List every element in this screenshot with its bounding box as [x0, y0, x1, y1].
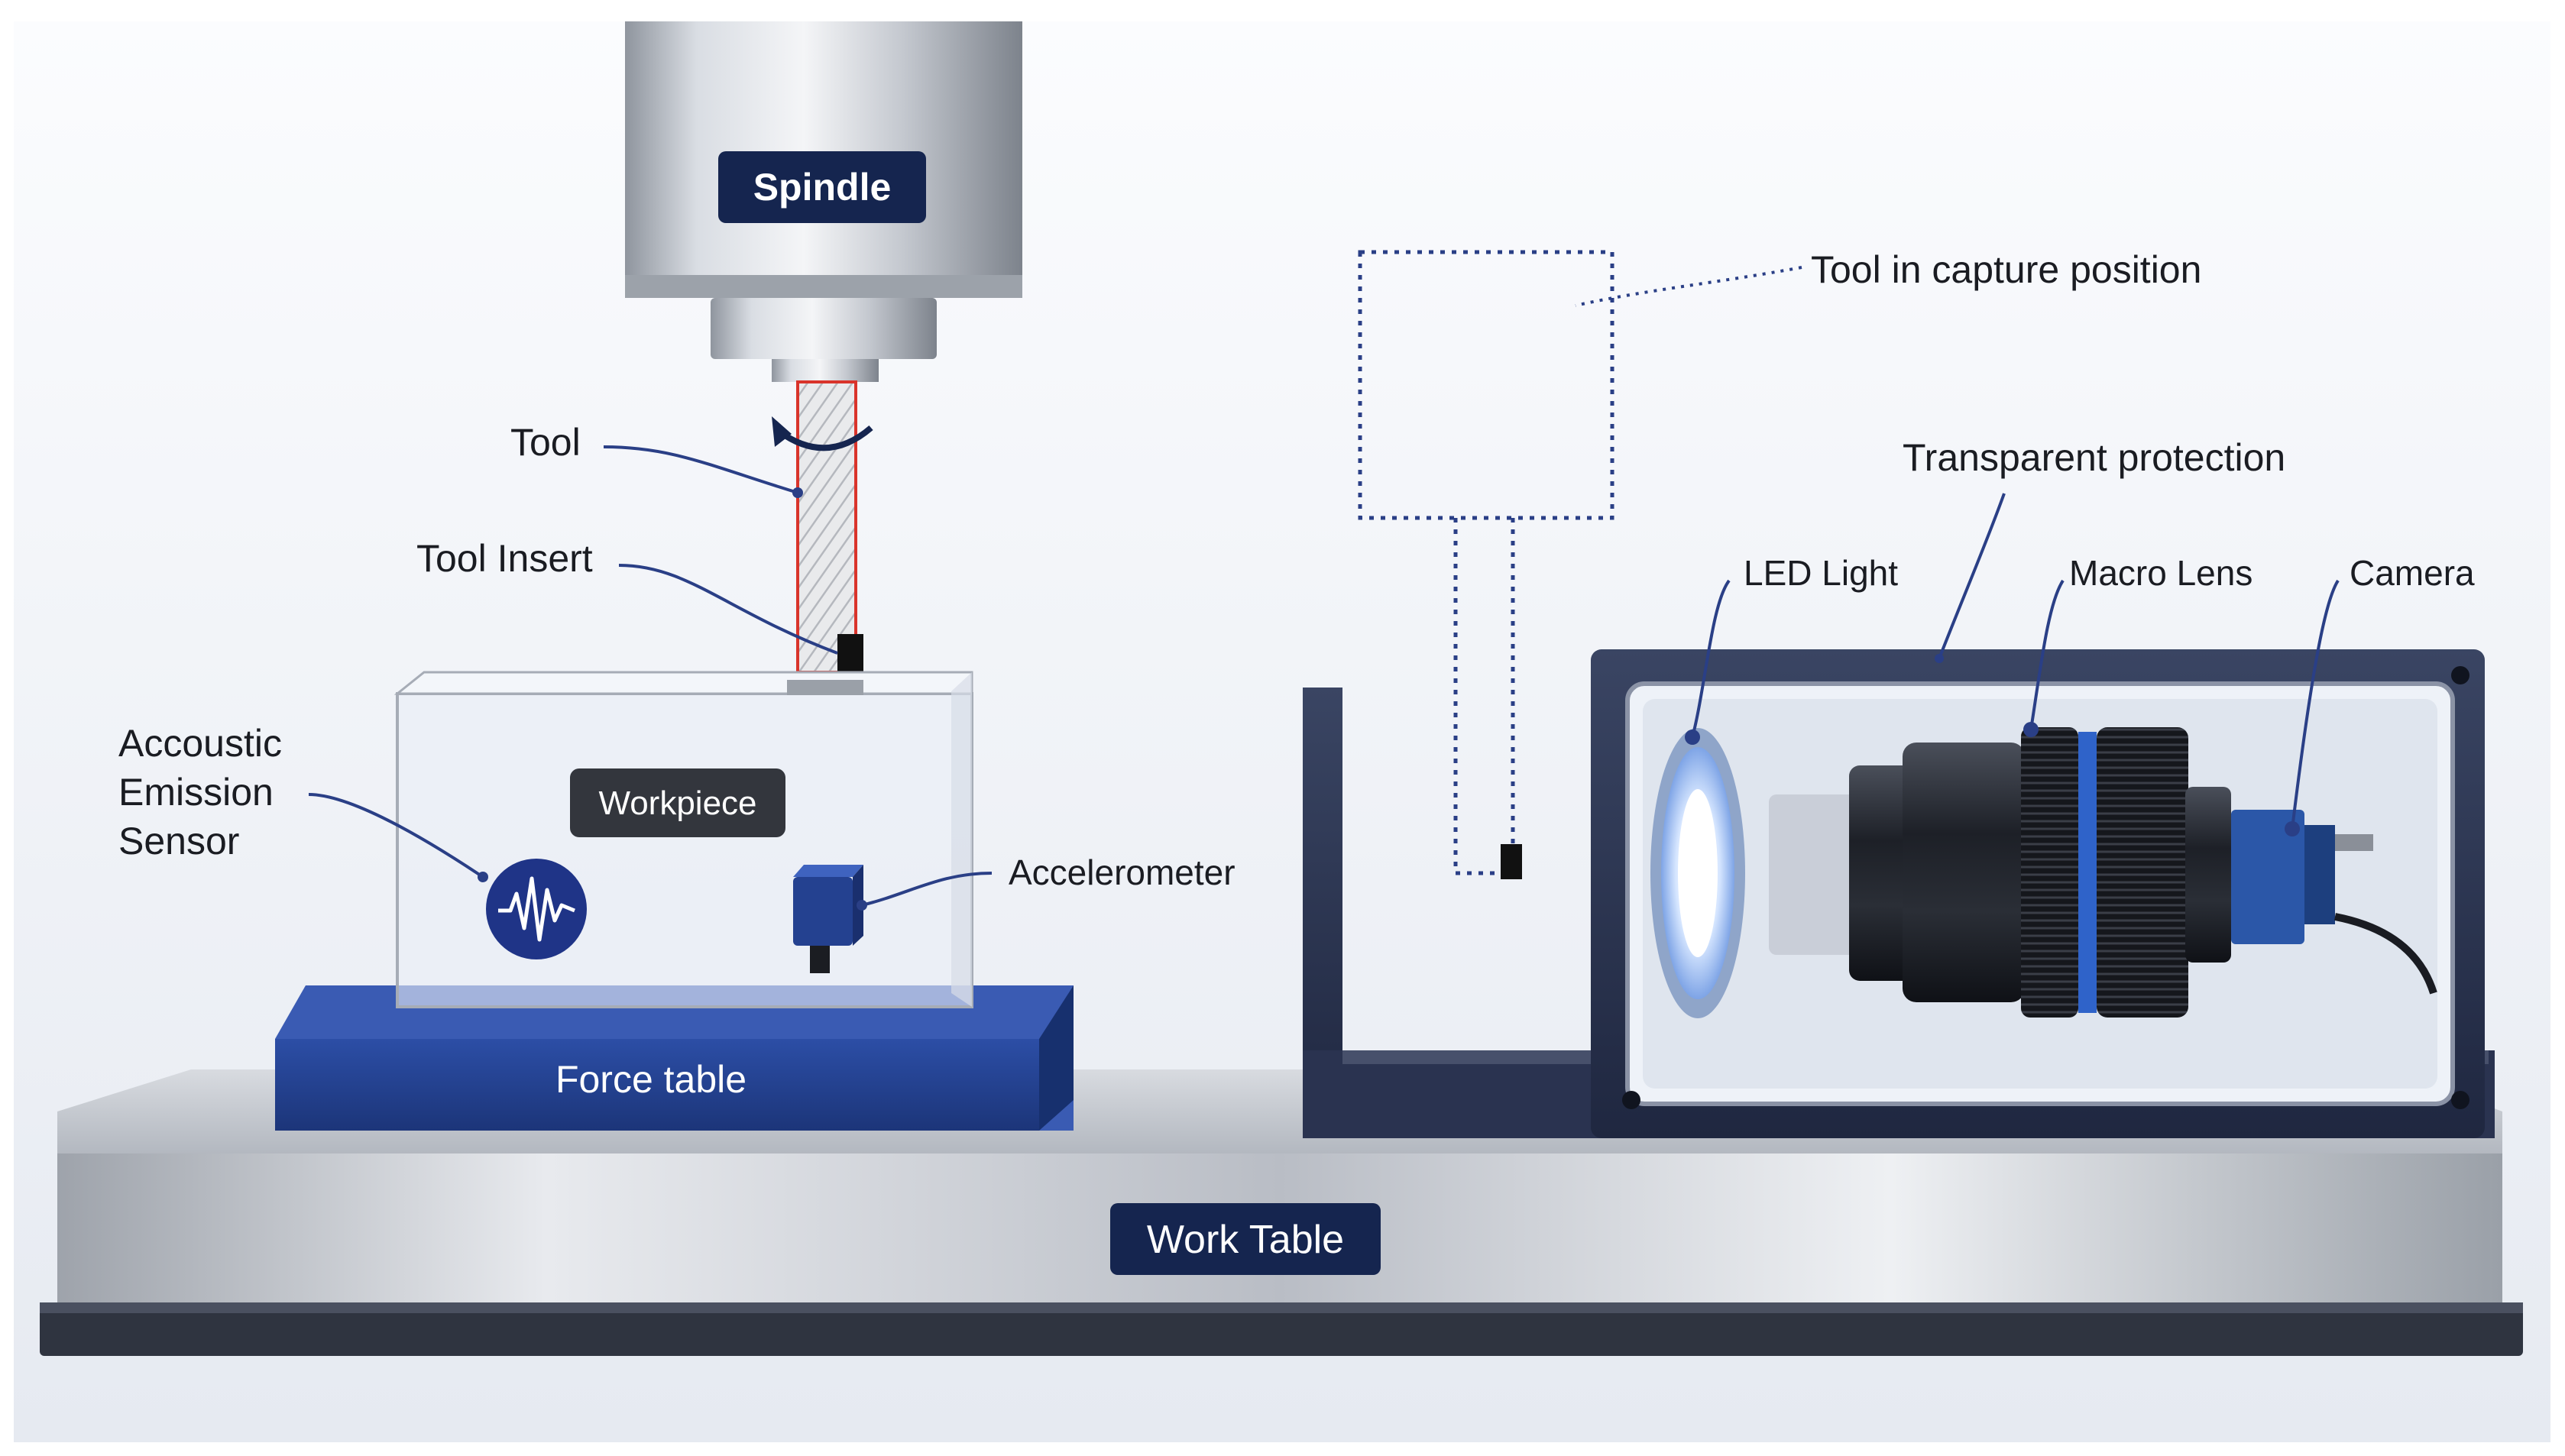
- macro-lens-label: Macro Lens: [2069, 553, 2252, 593]
- acoustic-sensor-label-line2: Emission: [118, 771, 274, 814]
- tool-capture-label: Tool in capture position: [1811, 248, 2201, 291]
- camera-label: Camera: [2350, 553, 2475, 593]
- transparent-protection-label: Transparent protection: [1903, 436, 2285, 479]
- waveform-icon: [498, 876, 575, 942]
- acoustic-sensor-label-line1: Accoustic: [118, 722, 282, 765]
- tool: [796, 380, 863, 677]
- leader-lines: [308, 266, 2340, 907]
- tool-capture-insert: [1501, 844, 1522, 879]
- workpiece-box: [393, 671, 973, 1008]
- work-table-label-badge: [1110, 1203, 1381, 1275]
- work-table-label: Work Table: [1147, 1218, 1344, 1262]
- workpiece-label-badge: [570, 768, 785, 837]
- tool-label: Tool: [510, 421, 581, 464]
- force-table-label: Force table: [555, 1058, 747, 1101]
- led-light: [1650, 728, 1745, 1018]
- acoustic-sensor: [486, 859, 587, 959]
- leader-dots: [478, 487, 2300, 911]
- tool-insert-label: Tool Insert: [416, 537, 593, 580]
- acoustic-sensor-label-line3: Sensor: [118, 820, 239, 862]
- led-light-label: LED Light: [1744, 553, 1898, 593]
- tool-capture-ghost: [1358, 250, 1614, 875]
- accelerometer-label: Accelerometer: [1009, 853, 1236, 892]
- spindle-label-badge: [718, 151, 926, 223]
- camera-body: [2231, 810, 2437, 995]
- workpiece-label: Workpiece: [598, 785, 756, 822]
- macro-lens: [1769, 727, 2231, 1018]
- force-table: [275, 985, 1074, 1131]
- spindle-label: Spindle: [753, 166, 892, 209]
- rotation-arrow-icon: [772, 416, 873, 451]
